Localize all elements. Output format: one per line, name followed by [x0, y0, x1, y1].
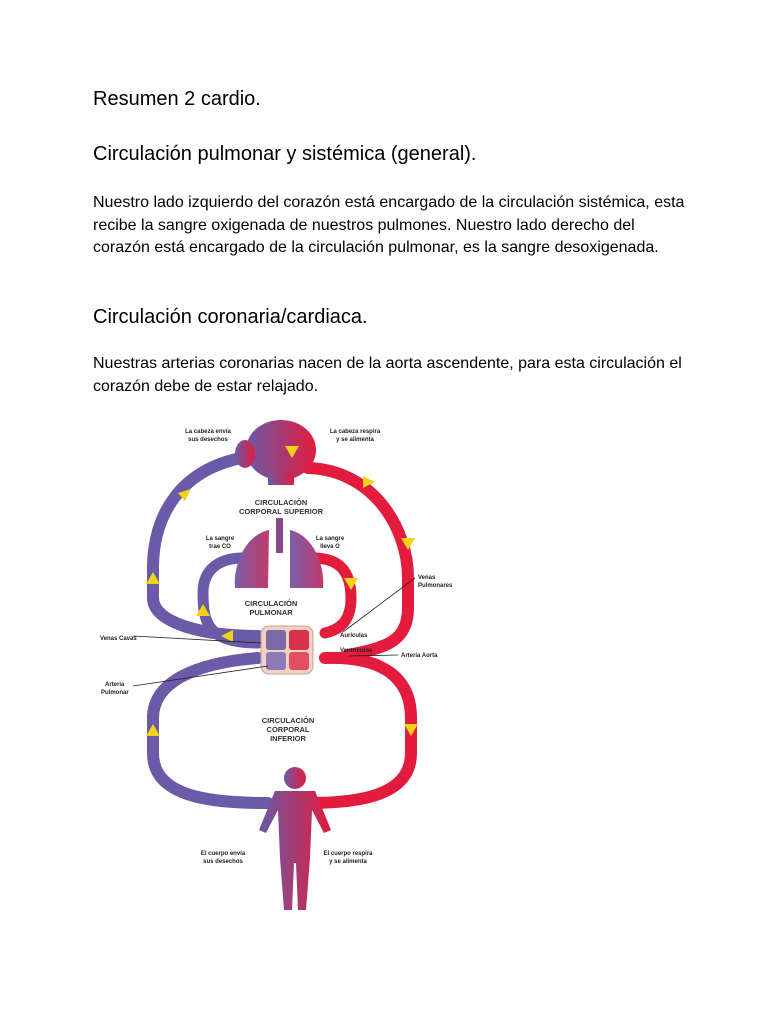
circulation-diagram: La cabeza envía sus desechos La cabeza r… — [93, 418, 463, 913]
venas-pulmonares-label: Venas — [418, 575, 436, 581]
head-left-label: La cabeza envía — [185, 429, 231, 435]
lower-circulation-title: CORPORAL — [267, 725, 310, 734]
head-figure — [235, 420, 316, 485]
lower-circulation-title: CIRCULACIÓN — [262, 716, 315, 725]
section-paragraph-pulmonary-systemic: Nuestro lado izquierdo del corazón está … — [93, 192, 693, 260]
upper-circulation-title: CORPORAL SUPERIOR — [239, 507, 324, 516]
lung-right-label: lleva O — [320, 544, 340, 550]
lower-loop-arterial — [308, 658, 411, 803]
lungs-figure — [235, 518, 323, 588]
arteria-aorta-label: Arteria Aorta — [401, 653, 438, 659]
lung-left-label: La sangre — [206, 536, 235, 542]
lung-right-label: La sangre — [316, 536, 345, 542]
body-left-label: El cuerpo envía — [201, 851, 246, 857]
body-left-label: sus desechos — [203, 859, 243, 865]
lung-left-label: trae CO — [209, 544, 231, 550]
body-right-label: y se alimenta — [329, 859, 367, 865]
upper-circulation-title: CIRCULACIÓN — [255, 498, 308, 507]
heart-figure — [261, 626, 313, 674]
section-heading-pulmonary-systemic: Circulación pulmonar y sistémica (genera… — [93, 143, 476, 166]
body-figure — [259, 767, 331, 910]
document-title: Resumen 2 cardio. — [93, 88, 261, 111]
body-right-label: El cuerpo respira — [323, 851, 373, 857]
venas-pulmonares-label: Pulmonares — [418, 583, 453, 589]
head-right-label: y se alimenta — [336, 437, 374, 443]
ventriculos-label: Ventrículos — [340, 648, 373, 654]
lower-loop-venous — [153, 658, 268, 803]
venas-cavas-label: Venas Cavas — [100, 636, 137, 642]
lower-circulation-title: INFERIOR — [270, 734, 306, 743]
head-left-label: sus desechos — [188, 437, 228, 443]
arteria-pulmonar-label: Arteria — [105, 682, 125, 688]
section-heading-coronary: Circulación coronaria/cardiaca. — [93, 306, 368, 329]
pulmonary-circulation-title: PULMONAR — [249, 608, 293, 617]
arteria-pulmonar-label: Pulmonar — [101, 690, 129, 696]
section-paragraph-coronary: Nuestras arterias coronarias nacen de la… — [93, 353, 693, 398]
auriculas-label: Aurículas — [340, 633, 368, 639]
head-right-label: La cabeza respira — [330, 429, 381, 435]
pulmonary-circulation-title: CIRCULACIÓN — [245, 599, 298, 608]
